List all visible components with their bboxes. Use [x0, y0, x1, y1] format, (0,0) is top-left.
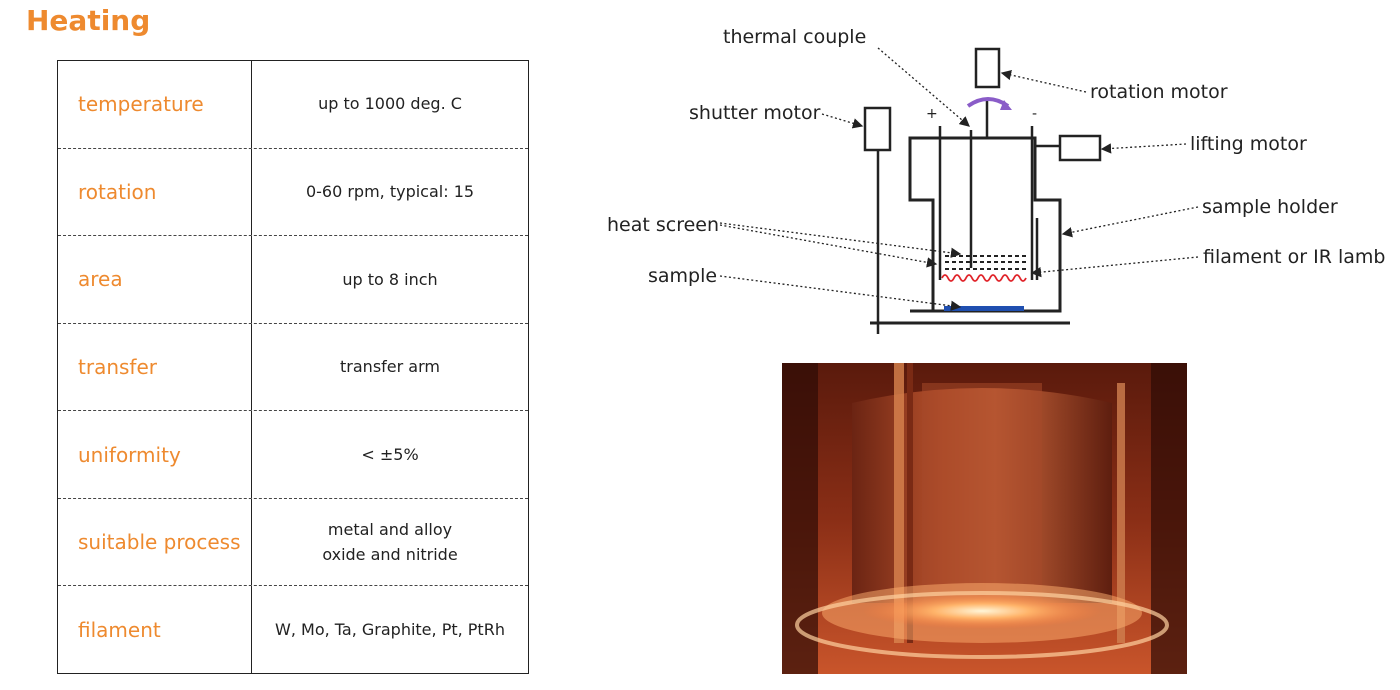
spec-key: transfer	[58, 323, 252, 411]
sample-wafer	[944, 306, 1024, 311]
lifting-motor-box	[1058, 134, 1102, 162]
spec-key: filament	[58, 586, 252, 674]
table-row: uniformity < ±5%	[58, 411, 528, 499]
filament-label: filament or IR lamb	[1203, 246, 1385, 268]
spec-value: transfer arm	[252, 324, 528, 411]
spec-value-line: transfer arm	[340, 357, 440, 377]
rotation-arrowhead-icon	[1000, 100, 1012, 110]
table-row: rotation 0-60 rpm, typical: 15	[58, 148, 528, 237]
heater-photo-illustration	[782, 363, 1187, 674]
spec-value-line: up to 1000 deg. C	[318, 94, 462, 114]
spec-key: rotation	[58, 148, 252, 236]
spec-value: W, Mo, Ta, Graphite, Pt, PtRh	[252, 586, 528, 673]
spec-key: uniformity	[58, 411, 252, 498]
spec-key: area	[58, 236, 252, 323]
table-row: temperature up to 1000 deg. C	[58, 61, 528, 149]
spec-value-line: W, Mo, Ta, Graphite, Pt, PtRh	[275, 619, 505, 639]
leader-lines	[719, 47, 1199, 311]
spec-table: temperature up to 1000 deg. C rotation 0…	[57, 60, 529, 674]
spec-key: temperature	[58, 61, 252, 148]
table-row: area up to 8 inch	[58, 236, 528, 324]
page-title: Heating	[26, 4, 151, 37]
table-row: transfer transfer arm	[58, 323, 528, 412]
shutter-motor-box	[863, 106, 892, 152]
plus-terminal-label: +	[926, 106, 938, 122]
thermal-couple-label: thermal couple	[723, 26, 866, 48]
heater-schematic-diagram: + - thermal couple rotation motor shutte…	[607, 26, 1385, 334]
spec-value-line: 0-60 rpm, typical: 15	[305, 182, 475, 202]
spec-value: metal and alloy oxide and nitride	[252, 499, 528, 586]
chamber-outline	[870, 136, 1070, 325]
spec-value: up to 8 inch	[252, 236, 528, 323]
rotation-motor-label: rotation motor	[1090, 81, 1228, 103]
sample-label: sample	[648, 265, 717, 287]
shutter-motor-label: shutter motor	[689, 102, 821, 124]
spec-value-line: oxide and nitride	[322, 545, 458, 565]
spec-value: 0-60 rpm, typical: 15	[252, 149, 528, 236]
heat-screen-lines	[945, 255, 1028, 270]
spec-value: < ±5%	[252, 411, 528, 498]
rotation-motor-box	[974, 47, 1001, 89]
lifting-motor-label: lifting motor	[1190, 133, 1307, 155]
spec-value-line: up to 8 inch	[342, 269, 438, 289]
spec-key: suitable process	[58, 498, 252, 586]
table-row: suitable process metal and alloy oxide a…	[58, 498, 528, 587]
sample-holder-label: sample holder	[1202, 196, 1338, 218]
filament-coil	[941, 274, 1027, 282]
spec-value: up to 1000 deg. C	[252, 61, 528, 148]
table-row: filament W, Mo, Ta, Graphite, Pt, PtRh	[58, 586, 528, 674]
rods	[876, 100, 1060, 334]
spec-value-line: < ±5%	[361, 444, 419, 464]
heat-screen-label: heat screen	[607, 214, 719, 236]
heater-glow-photo	[782, 363, 1187, 674]
spec-value-line: metal and alloy	[327, 519, 453, 539]
minus-terminal-label: -	[1032, 106, 1037, 122]
